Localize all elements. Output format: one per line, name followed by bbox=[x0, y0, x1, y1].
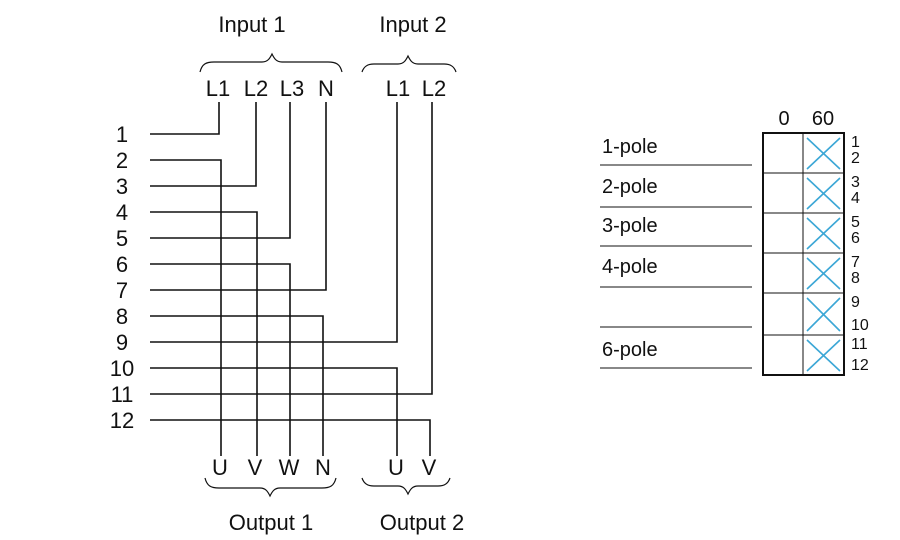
row-label: 6-pole bbox=[602, 339, 658, 361]
contact-label: 9 bbox=[116, 330, 128, 355]
table-contact-number: 9 bbox=[851, 294, 860, 311]
wire-contact-12 bbox=[150, 419, 431, 456]
contact-label: 11 bbox=[111, 382, 134, 407]
table-contact-number: 7 bbox=[851, 254, 860, 271]
wire-contact-3 bbox=[150, 102, 257, 187]
contact-label: 5 bbox=[116, 226, 128, 251]
output-1-terminal-u: U bbox=[212, 455, 228, 480]
wires bbox=[150, 102, 433, 456]
input-2-brace bbox=[361, 54, 457, 73]
table-contact-number: 10 bbox=[851, 317, 869, 334]
wire-contact-1 bbox=[150, 102, 220, 135]
wire-contact-7 bbox=[150, 102, 327, 291]
contact-label: 7 bbox=[116, 278, 128, 303]
wire-contact-11 bbox=[150, 102, 433, 395]
closed-contact-mark bbox=[806, 177, 841, 210]
output-1-title: Output 1 bbox=[229, 510, 313, 535]
input-1-terminal-l1: L1 bbox=[206, 76, 230, 101]
input-2-terminal-l1: L1 bbox=[386, 76, 410, 101]
table-contact-number: 4 bbox=[851, 190, 860, 207]
contact-label: 2 bbox=[116, 148, 128, 173]
wire-contact-6 bbox=[150, 263, 291, 456]
input-1-terminal-l3: L3 bbox=[280, 76, 304, 101]
table-contact-number: 2 bbox=[851, 150, 860, 167]
contact-label: 10 bbox=[110, 356, 134, 381]
output-1-terminal-n: N bbox=[315, 455, 331, 480]
input-2-terminals: L1 L2 bbox=[386, 76, 446, 101]
input-1-terminals: L1 L2 L3 N bbox=[206, 76, 334, 101]
wire-contact-8 bbox=[150, 315, 324, 456]
output-1-brace bbox=[204, 477, 337, 498]
contact-label: 6 bbox=[116, 252, 128, 277]
table-contact-number: 11 bbox=[851, 336, 868, 353]
wire-contact-2 bbox=[150, 159, 222, 456]
output-2-terminal-v: V bbox=[422, 455, 437, 480]
contact-label: 8 bbox=[116, 304, 128, 329]
row-label: 1-pole bbox=[602, 136, 658, 158]
closed-contact-mark bbox=[806, 297, 841, 332]
switch-table: 0 60 1-pole 2-pole 3-pole 4-pole 6-pole … bbox=[600, 108, 869, 376]
wire-contact-5 bbox=[150, 102, 291, 239]
row-label: 4-pole bbox=[602, 256, 658, 278]
closed-contact-mark bbox=[806, 339, 841, 372]
table-contact-number: 6 bbox=[851, 230, 860, 247]
wire-contact-9 bbox=[150, 102, 398, 343]
input-2-title: Input 2 bbox=[379, 12, 446, 37]
input-2-terminal-l2: L2 bbox=[422, 76, 446, 101]
input-1-title: Input 1 bbox=[218, 12, 285, 37]
table-contact-number: 8 bbox=[851, 270, 860, 287]
position-0-label: 0 bbox=[778, 108, 789, 130]
input-1-brace bbox=[199, 52, 343, 73]
output-1-terminals: U V W N bbox=[212, 455, 331, 480]
output-1-terminal-v: V bbox=[248, 455, 263, 480]
closed-contact-mark bbox=[806, 137, 841, 170]
table-contact-number: 1 bbox=[851, 134, 860, 151]
contact-label: 1 bbox=[116, 122, 128, 147]
row-label: 2-pole bbox=[602, 176, 658, 198]
wire-contact-10 bbox=[150, 367, 398, 456]
table-contact-number: 3 bbox=[851, 174, 860, 191]
contact-marks bbox=[806, 137, 841, 372]
output-2-brace bbox=[361, 477, 451, 496]
input-1-terminal-n: N bbox=[318, 76, 334, 101]
position-60-label: 60 bbox=[812, 108, 834, 130]
table-contact-number: 5 bbox=[851, 214, 860, 231]
closed-contact-mark bbox=[806, 257, 841, 290]
input-1-terminal-l2: L2 bbox=[244, 76, 268, 101]
wire-contact-4 bbox=[150, 211, 258, 456]
contact-label: 12 bbox=[110, 408, 134, 433]
table-contact-number: 12 bbox=[851, 357, 869, 374]
row-label: 3-pole bbox=[602, 215, 658, 237]
output-2-title: Output 2 bbox=[380, 510, 464, 535]
closed-contact-mark bbox=[806, 217, 841, 250]
contact-labels: 1 2 3 4 5 6 7 8 9 10 11 12 bbox=[110, 122, 134, 433]
output-2-terminals: U V bbox=[388, 455, 437, 480]
output-2-terminal-u: U bbox=[388, 455, 404, 480]
contact-label: 3 bbox=[116, 174, 128, 199]
output-1-terminal-w: W bbox=[279, 455, 300, 480]
contact-label: 4 bbox=[116, 200, 128, 225]
